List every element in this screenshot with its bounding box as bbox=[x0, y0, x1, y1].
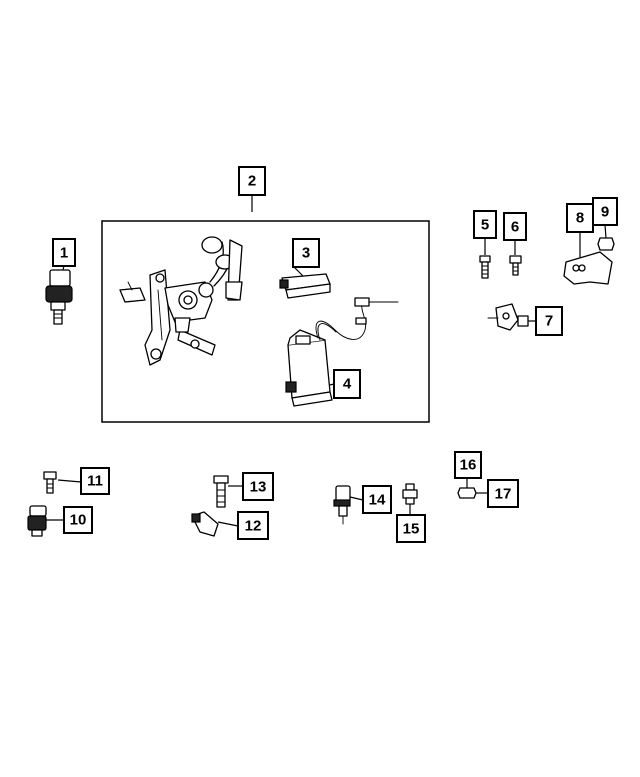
part-13-bolt bbox=[213, 475, 229, 508]
callout-8[interactable]: 8 bbox=[566, 203, 594, 233]
callout-12[interactable]: 12 bbox=[237, 511, 269, 540]
callout-12-label: 12 bbox=[245, 518, 262, 535]
part-9-nut bbox=[597, 237, 615, 251]
part-15-sensor bbox=[402, 483, 418, 505]
callout-9[interactable]: 9 bbox=[592, 197, 618, 226]
callout-17-label: 17 bbox=[495, 486, 512, 503]
callout-13-label: 13 bbox=[250, 479, 267, 496]
part-3-module bbox=[279, 273, 331, 299]
callout-2-label: 2 bbox=[248, 173, 256, 190]
part-14-temperature-sensor bbox=[333, 485, 351, 525]
part-2-valve-assembly bbox=[119, 236, 243, 366]
callout-5[interactable]: 5 bbox=[473, 210, 497, 239]
callouts: 1 2 3 4 5 6 7 8 bbox=[52, 166, 618, 543]
callout-4-label: 4 bbox=[343, 376, 352, 393]
assembly-group-frame bbox=[101, 220, 430, 423]
part-1-pressure-sensor bbox=[45, 269, 73, 325]
part-7-position-sensor bbox=[487, 303, 529, 331]
callout-9-label: 9 bbox=[601, 204, 609, 221]
callout-10[interactable]: 10 bbox=[63, 506, 93, 534]
callout-1-label: 1 bbox=[60, 245, 68, 262]
callout-1[interactable]: 1 bbox=[52, 238, 76, 267]
part-6-bolt bbox=[509, 255, 522, 276]
callout-7-label: 7 bbox=[545, 313, 553, 330]
callout-13[interactable]: 13 bbox=[242, 472, 274, 501]
callout-17[interactable]: 17 bbox=[487, 479, 519, 508]
part-12-connector bbox=[191, 511, 219, 537]
callout-15[interactable]: 15 bbox=[396, 514, 426, 543]
callout-3[interactable]: 3 bbox=[292, 238, 320, 268]
callout-5-label: 5 bbox=[481, 217, 489, 234]
callout-7[interactable]: 7 bbox=[535, 306, 563, 336]
callout-10-label: 10 bbox=[70, 512, 87, 529]
callout-3-label: 3 bbox=[302, 245, 310, 262]
callout-16[interactable]: 16 bbox=[454, 451, 482, 479]
part-17-nut bbox=[457, 487, 477, 499]
callout-11-label: 11 bbox=[87, 473, 103, 490]
callout-14[interactable]: 14 bbox=[362, 485, 392, 514]
part-8-bracket bbox=[563, 251, 613, 285]
callout-6[interactable]: 6 bbox=[503, 212, 527, 241]
callout-8-label: 8 bbox=[576, 210, 584, 227]
part-11-bolt bbox=[43, 471, 57, 494]
callout-11[interactable]: 11 bbox=[80, 467, 110, 495]
callout-2[interactable]: 2 bbox=[238, 166, 266, 196]
callout-15-label: 15 bbox=[403, 521, 420, 538]
callout-16-label: 16 bbox=[460, 457, 477, 474]
callout-14-label: 14 bbox=[369, 492, 386, 509]
callout-4[interactable]: 4 bbox=[333, 369, 361, 399]
part-4-control-module bbox=[285, 297, 399, 407]
part-5-bolt bbox=[479, 255, 491, 279]
part-10-sensor bbox=[27, 505, 47, 537]
callout-6-label: 6 bbox=[511, 219, 519, 236]
